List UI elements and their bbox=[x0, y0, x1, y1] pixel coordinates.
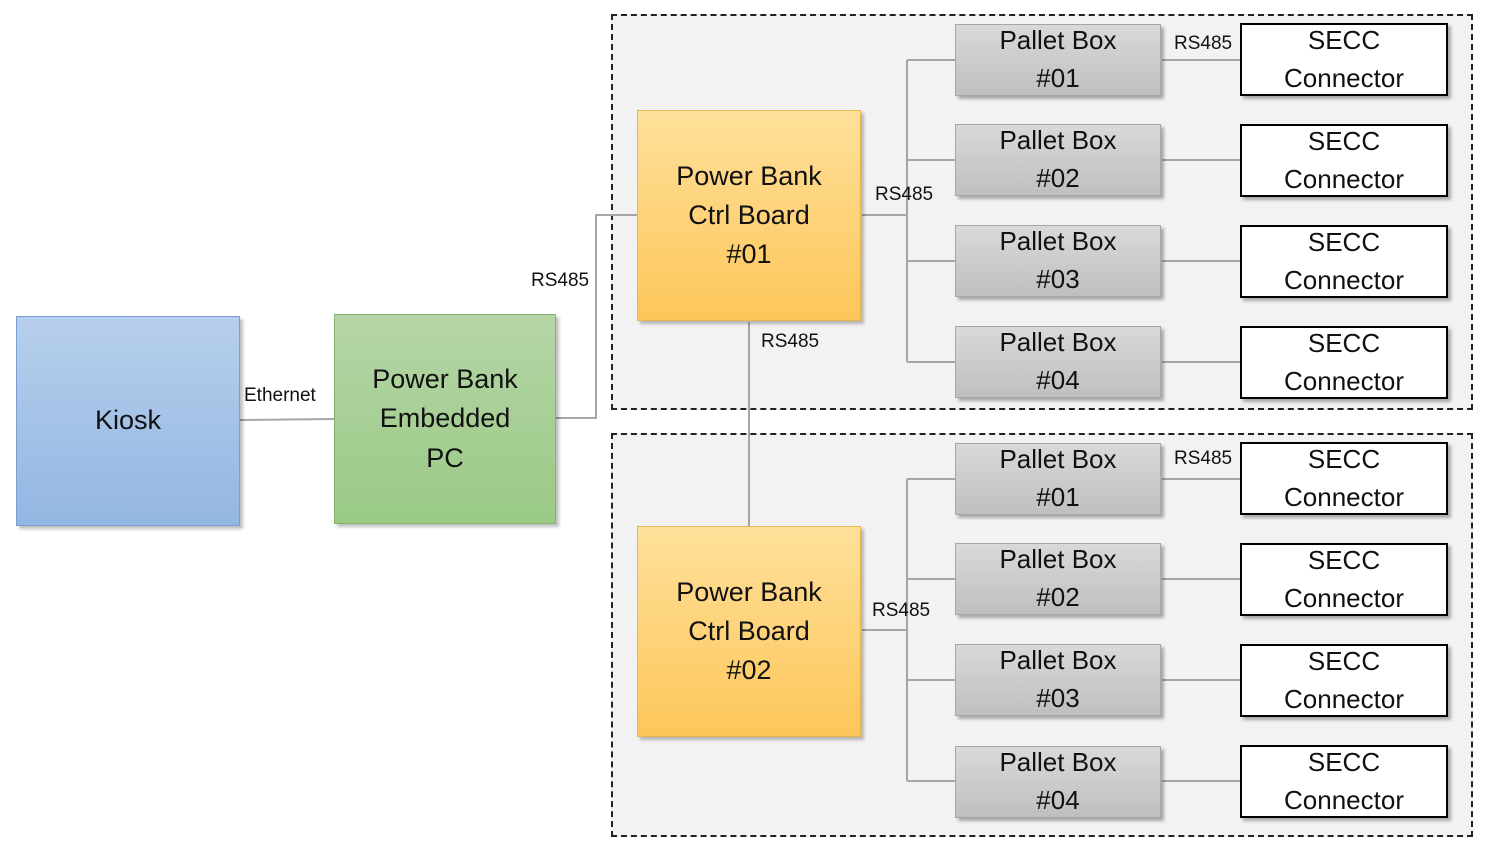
pallet-box: Pallet Box #01 bbox=[955, 24, 1161, 96]
ctrl-board-box: Power Bank Ctrl Board #01 bbox=[637, 110, 861, 321]
pallet-box: Pallet Box #02 bbox=[955, 124, 1161, 196]
secc-connector-box: SECC Connector bbox=[1240, 543, 1448, 616]
pc-ctrl-rs485-label: RS485 bbox=[531, 270, 590, 291]
secc-connector-box: SECC Connector bbox=[1240, 442, 1448, 515]
group2-secc-lines bbox=[1162, 478, 1240, 782]
secc-connector-box: SECC Connector bbox=[1240, 225, 1448, 298]
secc-connector-box: SECC Connector bbox=[1240, 745, 1448, 818]
pc-ctrl1-line bbox=[556, 214, 637, 419]
ethernet-line bbox=[239, 418, 335, 421]
secc-connector-box: SECC Connector bbox=[1240, 326, 1448, 399]
ctrl1-bus-line bbox=[862, 59, 955, 363]
ethernet-label: Ethernet bbox=[244, 385, 316, 406]
pallet-box: Pallet Box #02 bbox=[955, 543, 1161, 615]
ctrl-board-box: Power Bank Ctrl Board #02 bbox=[637, 526, 861, 737]
ctrl2-bus-rs485-label: RS485 bbox=[872, 600, 931, 621]
group1-secc-rs485-label: RS485 bbox=[1174, 33, 1233, 54]
ctrl2-bus-line bbox=[862, 478, 955, 782]
kiosk-box: Kiosk bbox=[16, 316, 240, 526]
pallet-box: Pallet Box #03 bbox=[955, 644, 1161, 716]
secc-connector-box: SECC Connector bbox=[1240, 644, 1448, 717]
secc-connector-box: SECC Connector bbox=[1240, 124, 1448, 197]
secc-connector-box: SECC Connector bbox=[1240, 23, 1448, 96]
ctrl-ctrl-rs485-label: RS485 bbox=[761, 331, 820, 352]
group1-secc-lines bbox=[1162, 59, 1240, 363]
ctrl1-bus-rs485-label: RS485 bbox=[875, 184, 934, 205]
pallet-box: Pallet Box #01 bbox=[955, 443, 1161, 515]
embedded-pc-box: Power Bank Embedded PC bbox=[334, 314, 556, 524]
pallet-box: Pallet Box #04 bbox=[955, 746, 1161, 818]
pallet-box: Pallet Box #03 bbox=[955, 225, 1161, 297]
pallet-box: Pallet Box #04 bbox=[955, 326, 1161, 398]
group2-secc-rs485-label: RS485 bbox=[1174, 448, 1233, 469]
